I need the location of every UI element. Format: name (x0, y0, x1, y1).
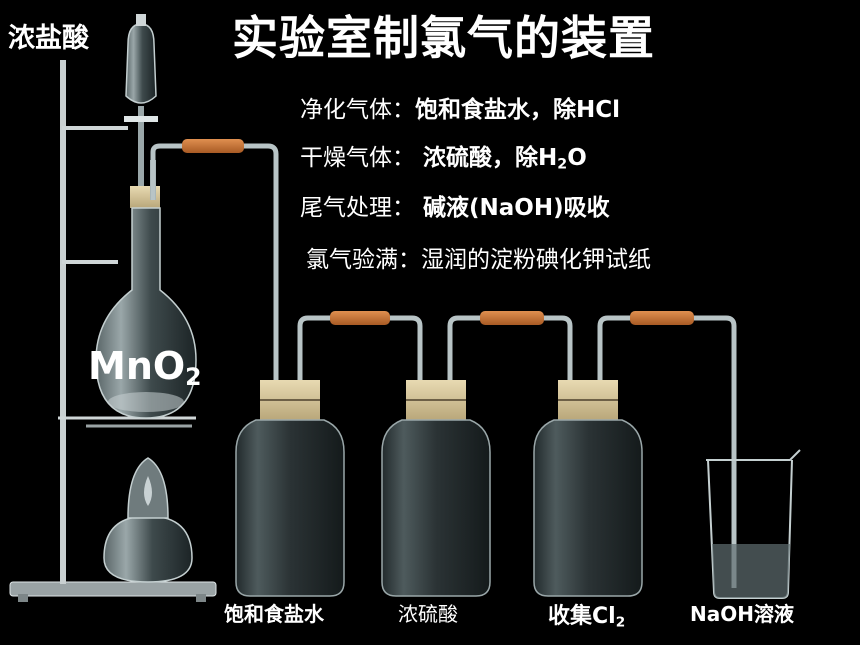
caption-naoh: NaOH溶液 (690, 602, 794, 626)
reagent-hcl-label: 浓盐酸 (8, 23, 89, 54)
washing-bottle-acid (381, 380, 491, 597)
alcohol-lamp (103, 457, 193, 583)
note-full-test: 氯气验满：湿润的淀粉碘化钾试纸 (306, 247, 651, 273)
washing-bottle-brine (235, 380, 345, 597)
mno2-label: MnO2 (88, 344, 202, 391)
note-tail-gas: 尾气处理： 碱液(NaOH)吸收 (300, 195, 610, 221)
rubber-tube-joints (182, 139, 694, 325)
caption-sulfuric-acid: 浓硫酸 (398, 602, 458, 626)
note-purify: 净化气体：饱和食盐水，除HCl (300, 97, 621, 123)
beaker (706, 449, 801, 599)
note-dry: 干燥气体： 浓硫酸，除H2O (300, 145, 587, 173)
caption-brine: 饱和食盐水 (224, 602, 324, 626)
caption-collect-cl2: 收集Cl2 (548, 604, 626, 631)
separatory-funnel (124, 14, 158, 196)
collecting-bottle (533, 380, 643, 597)
iron-stand (9, 60, 217, 602)
page-title: 实验室制氯气的装置 (232, 11, 655, 65)
